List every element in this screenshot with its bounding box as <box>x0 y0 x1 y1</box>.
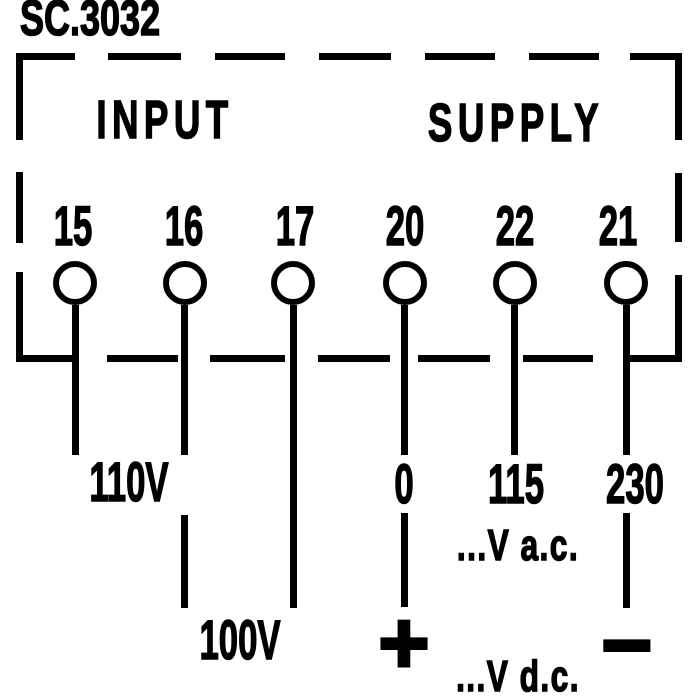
border-dash-bottom <box>210 355 285 362</box>
wire-22 <box>511 305 518 455</box>
border-dash-top <box>425 53 495 60</box>
terminal-circle-21 <box>604 261 648 305</box>
terminal-circle-20 <box>383 261 427 305</box>
border-dash-top <box>529 53 599 60</box>
wire-20-lower <box>401 513 408 607</box>
border-dash-bottom <box>16 355 78 362</box>
wire-20 <box>401 305 408 455</box>
input-100v-label: 100V <box>199 608 281 671</box>
dc-voltage-label: ...V d.c. <box>456 652 580 700</box>
supply-0-label: 0 <box>394 452 414 515</box>
input-section-label: INPUT <box>96 90 234 150</box>
terminal-number-22: 22 <box>495 194 535 257</box>
input-110v-label: 110V <box>89 450 169 513</box>
border-dash-bottom <box>107 355 178 362</box>
border-dash-left <box>16 53 23 140</box>
terminal-circle-17 <box>271 261 315 305</box>
border-dash-top <box>630 53 682 60</box>
supply-115-label: 115 <box>487 452 545 515</box>
plus-icon: + <box>377 593 431 692</box>
border-dash-bottom <box>318 355 390 362</box>
wire-21 <box>623 305 630 455</box>
terminal-number-15: 15 <box>53 194 93 257</box>
terminal-number-21: 21 <box>598 194 638 257</box>
border-dash-top <box>215 53 285 60</box>
border-dash-right <box>675 173 682 242</box>
terminal-circle-15 <box>53 261 97 305</box>
terminal-number-17: 17 <box>275 194 315 257</box>
wire-21-lower <box>623 513 630 608</box>
border-dash-top <box>108 53 181 60</box>
terminal-circle-22 <box>493 261 537 305</box>
model-label: SC.3032 <box>19 0 161 46</box>
minus-icon: − <box>600 595 654 694</box>
border-dash-bottom <box>627 355 682 362</box>
wire-15 <box>72 305 79 455</box>
border-dash-left <box>16 272 23 362</box>
border-dash-bottom <box>523 355 593 362</box>
wire-16-lower <box>181 515 188 608</box>
border-dash-bottom <box>418 355 490 362</box>
supply-section-label: SUPPLY <box>427 93 605 153</box>
border-dash-top <box>16 53 75 60</box>
terminal-number-20: 20 <box>385 194 425 257</box>
border-dash-left <box>16 172 23 243</box>
terminal-number-16: 16 <box>164 194 204 257</box>
terminal-circle-16 <box>163 261 207 305</box>
border-dash-right <box>675 275 682 362</box>
border-dash-right <box>675 53 682 140</box>
ac-voltage-label: ...V a.c. <box>456 521 580 570</box>
border-dash-top <box>319 53 391 60</box>
supply-230-label: 230 <box>606 452 665 515</box>
wire-17 <box>290 305 297 608</box>
wire-16 <box>181 305 188 455</box>
